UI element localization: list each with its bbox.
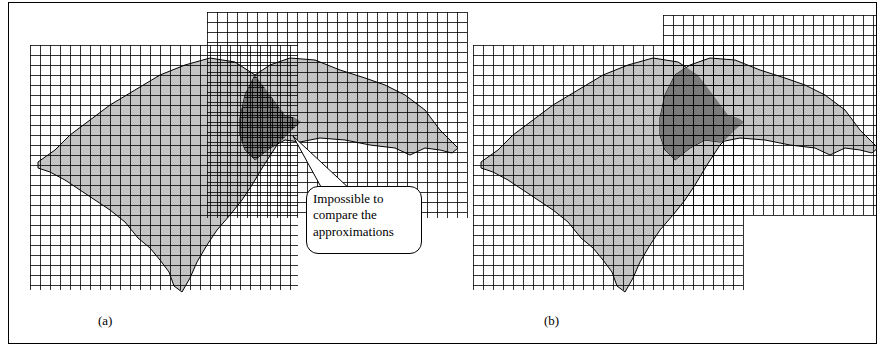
- region-shape: [38, 58, 301, 292]
- grid: [237, 57, 298, 168]
- callout-text: Impossible to compare the approximations: [313, 191, 415, 240]
- panel-label: (b): [542, 313, 561, 329]
- figure-frame: [9, 3, 877, 344]
- map-panel: [473, 15, 876, 292]
- grid: [473, 45, 744, 290]
- region-shape: [481, 58, 744, 292]
- callout-box: Impossible to compare the approximations: [306, 186, 422, 254]
- map-panel: [30, 12, 468, 292]
- panel-label: (a): [96, 313, 114, 329]
- overlap-region: [481, 58, 744, 292]
- grid: [663, 15, 876, 216]
- overlap-region: [38, 58, 301, 292]
